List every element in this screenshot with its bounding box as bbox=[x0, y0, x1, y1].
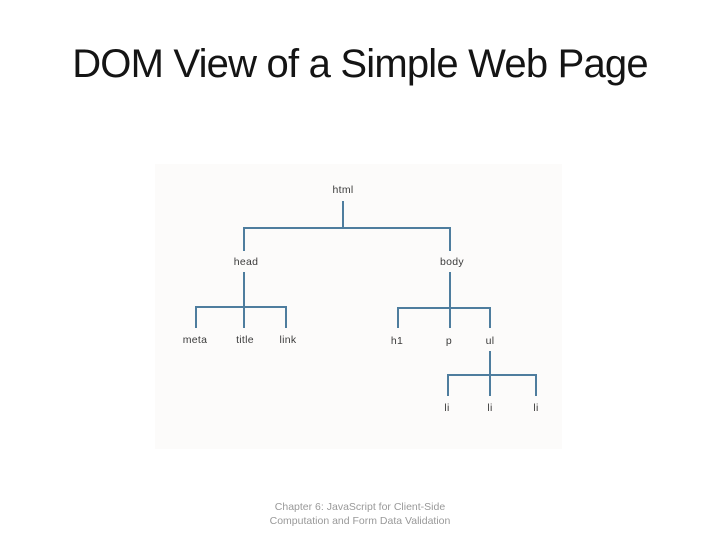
tree-node-meta: meta bbox=[182, 334, 208, 346]
tree-connector-line bbox=[397, 307, 399, 328]
tree-connector-line bbox=[397, 307, 490, 309]
tree-node-li-2: li bbox=[487, 402, 493, 414]
tree-node-li-1: li bbox=[444, 402, 450, 414]
tree-node-h1: h1 bbox=[390, 335, 404, 347]
tree-node-p: p bbox=[445, 335, 453, 347]
tree-connector-line bbox=[243, 227, 451, 229]
tree-connector-line bbox=[195, 306, 286, 308]
tree-connector-line bbox=[489, 374, 491, 396]
tree-connector-line bbox=[447, 374, 536, 376]
tree-connector-line bbox=[243, 227, 245, 251]
tree-connector-line bbox=[243, 272, 245, 308]
footer-line-2: Computation and Form Data Validation bbox=[269, 515, 451, 527]
tree-connector-line bbox=[489, 307, 491, 328]
slide-title: DOM View of a Simple Web Page bbox=[72, 42, 648, 86]
tree-connector-line bbox=[342, 201, 344, 229]
tree-connector-line bbox=[195, 306, 197, 328]
tree-node-li-3: li bbox=[533, 402, 539, 414]
tree-connector-line bbox=[535, 374, 537, 396]
tree-connector-line bbox=[489, 351, 491, 375]
tree-connector-line bbox=[243, 306, 245, 328]
tree-connector-line bbox=[447, 374, 449, 396]
tree-node-html: html bbox=[332, 184, 354, 196]
tree-connector-line bbox=[285, 306, 287, 328]
tree-connector-line bbox=[449, 307, 451, 328]
tree-node-body: body bbox=[440, 256, 464, 268]
tree-connector-line bbox=[449, 272, 451, 309]
tree-node-head: head bbox=[233, 256, 259, 268]
tree-node-ul: ul bbox=[485, 335, 495, 347]
slide-footer: Chapter 6: JavaScript for Client-Side Co… bbox=[0, 500, 720, 528]
tree-node-title: title bbox=[236, 334, 254, 346]
footer-line-1: Chapter 6: JavaScript for Client-Side bbox=[274, 501, 446, 513]
tree-connector-line bbox=[449, 227, 451, 251]
tree-node-link: link bbox=[279, 334, 297, 346]
